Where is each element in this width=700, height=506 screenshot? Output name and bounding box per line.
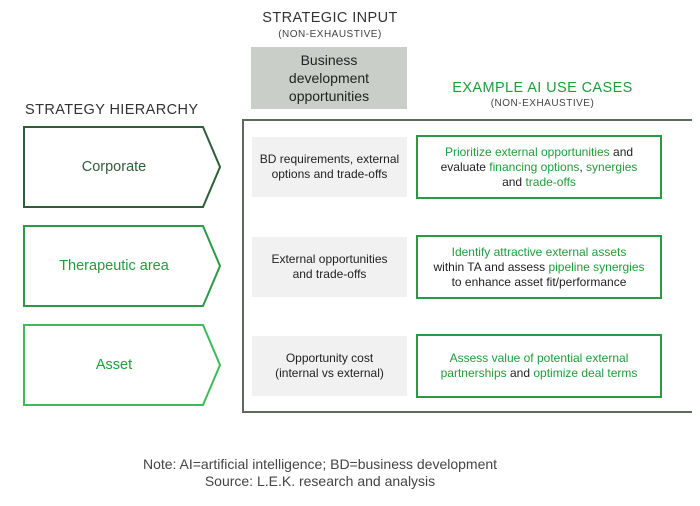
use-case-2-l3a: to enhance asset fit/performance	[451, 274, 627, 289]
source-note: Source: L.E.K. research and analysis	[204, 473, 436, 489]
use-case-1-l3a: and	[502, 174, 526, 189]
footnote: Note: AI=artificial intelligence; BD=bus…	[142, 456, 498, 472]
use-case-3-l2b: and	[506, 366, 534, 380]
hierarchy-arrow-therapeutic-area: Therapeutic area	[23, 225, 223, 307]
use-case-frame	[242, 119, 692, 413]
bd-box-line-1: Business	[300, 52, 358, 68]
use-case-1-l1a: Prioritize external opportunities	[444, 144, 610, 159]
input-corporate-line-1: BD requirements, external	[259, 152, 400, 166]
use-case-1-l2b: financing options	[489, 159, 580, 174]
input-asset-line-2: (internal vs external)	[275, 366, 384, 380]
use-case-2-l1a: Identify attractive external assets	[451, 244, 627, 259]
input-corporate-line-2: options and trade-offs	[271, 167, 388, 181]
strategic-input-asset: Opportunity cost (internal vs external)	[252, 336, 407, 396]
use-case-2-l2a: within TA and assess	[433, 259, 549, 274]
ai-use-case-corporate: Prioritize external opportunities and ev…	[416, 135, 662, 199]
strategic-input-title: STRATEGIC INPUT	[262, 10, 398, 26]
arrow-shape-therapeutic-area	[23, 225, 222, 307]
use-case-1-l2a: evaluate	[440, 159, 490, 174]
use-case-1-l2d: synergies	[586, 159, 638, 174]
strategy-hierarchy-title: STRATEGY HIERARCHY	[25, 102, 199, 118]
use-case-1-l3b: trade-offs	[525, 174, 576, 189]
input-asset-line-1: Opportunity cost	[285, 351, 374, 365]
use-case-3-l2c: optimize deal terms	[533, 366, 638, 380]
bd-box-line-3: opportunities	[288, 88, 370, 104]
use-case-3-l2a: partnerships	[440, 366, 507, 380]
bd-box-line-2: development	[288, 70, 370, 86]
input-ta-line-2: and trade-offs	[292, 267, 367, 281]
strategic-input-therapeutic-area: External opportunities and trade-offs	[252, 237, 407, 297]
ai-use-case-asset: Assess value of potential external partn…	[416, 334, 662, 398]
example-ai-subtitle: (NON-EXHAUSTIVE)	[490, 98, 595, 109]
strategic-input-corporate: BD requirements, external options and tr…	[252, 137, 407, 197]
hierarchy-label-corporate: Corporate	[81, 159, 147, 175]
use-case-3-l1a: Assess value of potential external	[449, 351, 629, 365]
arrow-shape-corporate	[23, 126, 222, 208]
use-case-1-l2c: ,	[579, 159, 587, 174]
hierarchy-arrow-corporate: Corporate	[23, 126, 223, 208]
hierarchy-label-asset: Asset	[95, 357, 133, 373]
use-case-1-l1b: and	[609, 144, 634, 159]
input-ta-line-1: External opportunities	[271, 252, 388, 266]
business-development-box: Business development opportunities	[251, 47, 407, 109]
example-ai-title: EXAMPLE AI USE CASES	[452, 80, 633, 96]
use-case-2-l2b: pipeline synergies	[548, 259, 645, 274]
ai-use-case-therapeutic-area: Identify attractive external assets with…	[416, 235, 662, 299]
hierarchy-label-therapeutic-area: Therapeutic area	[59, 258, 169, 274]
arrow-shape-asset	[23, 324, 222, 406]
hierarchy-arrow-asset: Asset	[23, 324, 223, 406]
strategic-input-subtitle: (NON-EXHAUSTIVE)	[278, 29, 382, 40]
